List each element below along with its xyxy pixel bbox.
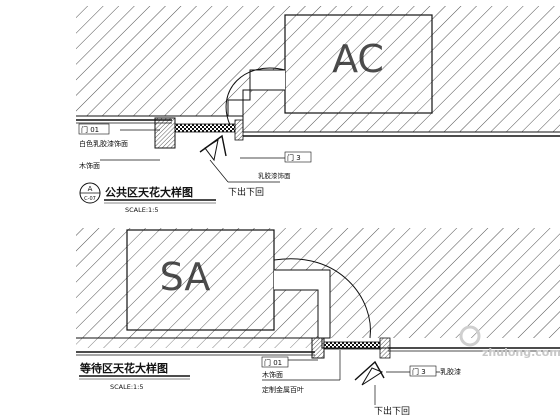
bottom-ac-unit-hatch — [127, 230, 274, 330]
bottom-grille — [323, 341, 381, 350]
top-leader-vent — [209, 159, 229, 183]
bottom-airflow-arrow-head — [354, 360, 385, 381]
bottom-ac-label: SA — [160, 255, 211, 299]
top-duct — [227, 69, 285, 117]
bottom-airflow-arrow — [361, 367, 384, 386]
top-ac-label: AC — [332, 37, 384, 81]
top-callout-vent: 下出下回 — [228, 186, 264, 198]
top-airflow-arc — [225, 67, 286, 126]
bottom-callout-wood: 木饰面 — [262, 370, 283, 379]
top-callout-wood: 木饰面 — [79, 161, 100, 170]
top-wood-trim — [154, 117, 176, 149]
bottom-title: 等待区天花大样图 — [79, 361, 168, 375]
top-title: 公共区天花大样图 — [105, 185, 193, 199]
top-ac-unit-hatch — [285, 15, 432, 113]
top-detail: AC 门 01 白色乳胶漆饰面 木饰面 门 3 乳胶漆饰面 下出下回 — [76, 6, 560, 214]
bottom-airflow-arc — [273, 258, 371, 339]
top-grille-end — [234, 119, 244, 141]
top-callout-left-box — [78, 123, 110, 135]
bottom-scale: SCALE:1:5 — [110, 383, 144, 391]
bottom-callout-right-note: 乳胶漆 — [440, 367, 461, 376]
top-slab-lower — [243, 116, 560, 132]
bottom-callout-right-box — [409, 365, 437, 377]
top-callout-right-code: 门 3 — [287, 153, 301, 162]
top-badge-sheet: C-07 — [84, 196, 96, 202]
top-title-badge: A C-07 — [79, 182, 101, 204]
top-scale: SCALE:1:5 — [125, 206, 159, 214]
bottom-detail: SA 门 01 木饰面 定制金属百叶 门 3 乳胶漆 下出下回 等待区天花大样图 — [76, 228, 560, 417]
top-callout-left-note: 白色乳胶漆饰面 — [79, 139, 128, 148]
bottom-grille-end — [379, 337, 391, 359]
bottom-callout-code: 门 01 — [264, 358, 282, 367]
top-airflow-arrow-head — [199, 134, 227, 157]
bottom-callout-vent: 下出下回 — [374, 405, 410, 417]
watermark: zhulong.com — [459, 325, 560, 359]
bottom-callout-custom: 定制金属百叶 — [262, 385, 304, 394]
watermark-logo — [459, 325, 481, 347]
watermark-text: zhulong.com — [482, 346, 560, 359]
top-callout-right-box — [284, 151, 312, 163]
bottom-callout-right-code: 门 3 — [412, 367, 426, 376]
top-callout-left-code: 门 01 — [81, 125, 99, 134]
bottom-callout-box — [261, 356, 289, 368]
bottom-wood-trim — [311, 337, 325, 359]
top-badge-letter: A — [88, 185, 93, 193]
top-callout-right-note: 乳胶漆饰面 — [258, 171, 291, 180]
top-grille — [174, 123, 236, 133]
bottom-slab-lower — [76, 338, 322, 348]
